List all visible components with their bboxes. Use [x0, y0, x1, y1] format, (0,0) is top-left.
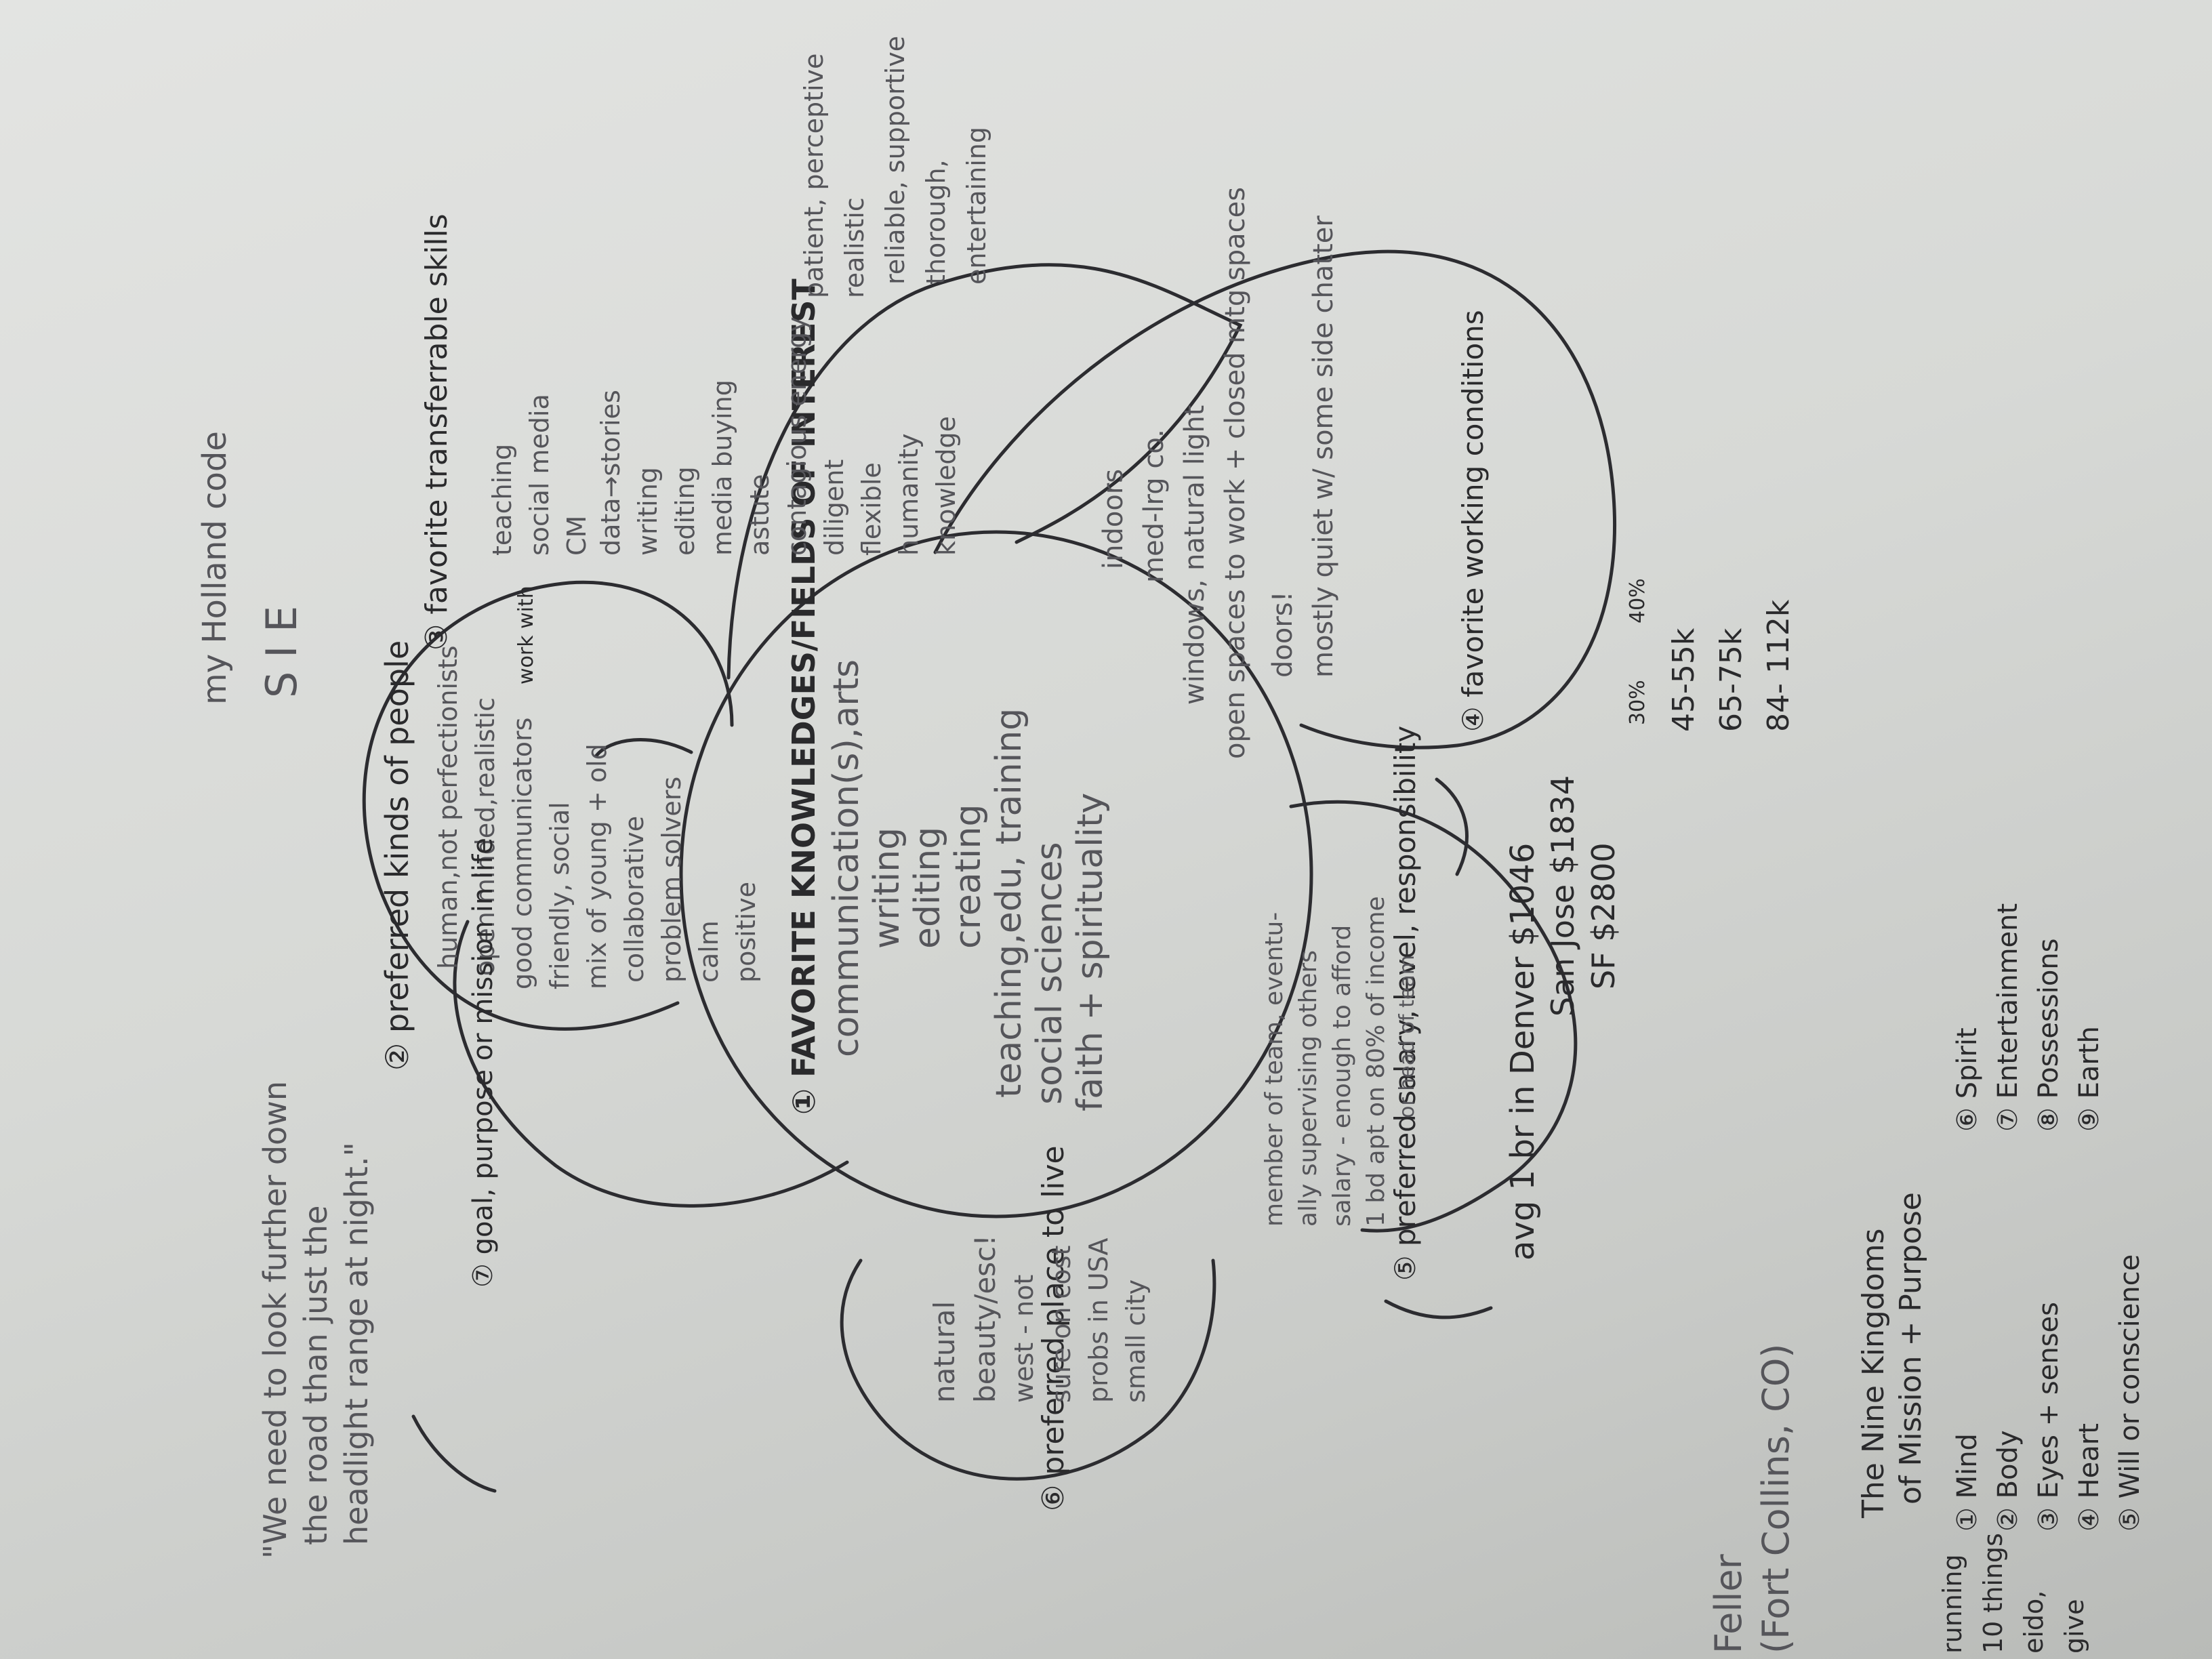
- conditions-line-4: open spaces to work + closed mtg spaces: [1220, 186, 1251, 759]
- rent-arrow: [1384, 1299, 1493, 1319]
- kingdoms-left-4: ④ Heart: [2074, 1423, 2105, 1532]
- holland-code: S I E: [257, 605, 306, 698]
- conditions-line-2: med-lrg co.: [1139, 429, 1170, 583]
- center-line-7: faith + spirituality: [1070, 792, 1111, 1111]
- quote-line-3: headlight range at night.": [338, 1142, 375, 1545]
- people-line-6: collaborative: [619, 815, 649, 983]
- ranges-header-1: 30%: [1626, 680, 1650, 725]
- place-line-2: beauty/esc!: [968, 1235, 1002, 1403]
- rent-heading: avg 1 br in Denver $1046: [1504, 842, 1542, 1261]
- kingdoms-left-2: ② Body: [1992, 1430, 2024, 1532]
- people-label: ② preferred kinds of people: [379, 640, 415, 1071]
- conditions-label: ④ favorite working conditions: [1456, 310, 1490, 732]
- skills-line-1: teaching: [487, 443, 517, 556]
- skills-line-13: knowledge: [931, 416, 961, 556]
- people-line-9: positive: [731, 881, 761, 983]
- skills-line-2: social media: [525, 394, 554, 556]
- edge-text-3: eido,: [2019, 1590, 2049, 1654]
- skills-line-9: contagious energy: [782, 316, 812, 556]
- skills-trait-5: entertaining: [962, 127, 991, 285]
- salary-line-1: member of team, eventu-: [1261, 912, 1288, 1227]
- purpose-label: ⑦ goal, purpose or mission in life: [468, 838, 499, 1288]
- quote-line-2: the road than just the: [298, 1205, 334, 1545]
- fort-collins-line-1: Feller: [1707, 1554, 1750, 1654]
- people-line-3: good communicators: [508, 717, 537, 989]
- quote-arrow: [411, 1414, 497, 1493]
- petal-skills: [726, 263, 1243, 680]
- people-line-5: mix of young + old: [582, 743, 612, 989]
- center-circle: [679, 530, 1313, 1218]
- salary-line-3: salary - enough to afford: [1328, 924, 1356, 1227]
- skills-line-10: diligent: [819, 459, 849, 556]
- conditions-line-3: windows, natural light: [1179, 405, 1210, 705]
- petal-people: [362, 580, 734, 1031]
- place-line-3: west - not: [1009, 1274, 1039, 1403]
- conditions-line-5: doors!: [1267, 591, 1298, 678]
- kingdoms-left-5: ⑤ Will or conscience: [2114, 1254, 2146, 1532]
- kingdoms-left-1: ① Mind: [1952, 1433, 1983, 1532]
- center-line-5: teaching,edu, training: [989, 708, 1029, 1098]
- skills-line-7: media buying: [708, 380, 737, 556]
- quote-line-1: "We need to look further down: [257, 1081, 293, 1559]
- kingdoms-right-1: ⑥ Spirit: [1952, 1027, 1983, 1132]
- center-line-6: social sciences: [1029, 842, 1070, 1105]
- skills-line-11: flexible: [857, 462, 886, 556]
- kingdoms-right-3: ⑧ Possessions: [2033, 938, 2064, 1132]
- skills-trait-2: realistic: [840, 197, 869, 298]
- skills-line-3: CM: [562, 515, 592, 556]
- place-line-1: natural: [928, 1300, 961, 1403]
- rent-row-2: SF $2800: [1585, 842, 1622, 989]
- skills-line-6: editing: [670, 466, 700, 556]
- edge-text-1: running: [1938, 1554, 1967, 1654]
- ranges-row-1: 45-55k: [1666, 628, 1701, 732]
- kingdoms-right-2: ⑦ Entertainment: [1992, 903, 2024, 1132]
- salary-line-5: or head of team: [1395, 955, 1419, 1118]
- skills-line-12: humanity: [894, 433, 924, 556]
- petal-conditions: [933, 249, 1617, 750]
- fort-collins-line-2: (Fort Collins, CO): [1755, 1343, 1797, 1654]
- people-note: work with: [514, 586, 538, 684]
- skills-trait-3: reliable, supportive: [880, 35, 910, 285]
- conditions-line-1: indoors: [1098, 468, 1129, 569]
- center-line-1: communication(s),arts: [826, 659, 867, 1057]
- salary-line-2: ally supervising others: [1294, 949, 1322, 1227]
- skills-trait-1: patient, perceptive: [799, 53, 829, 298]
- petal-salary: [1289, 800, 1578, 1233]
- salary-line-4: 1 bd apt on 80% of income: [1362, 896, 1390, 1227]
- center-line-3: editing: [907, 826, 948, 949]
- people-line-1: human,not perfectionists: [433, 645, 463, 969]
- kingdoms-left-3: ③ Eyes + senses: [2033, 1301, 2064, 1532]
- kingdoms-title-1: The Nine Kingdoms: [1856, 1228, 1891, 1518]
- petal-purpose: [453, 920, 849, 1208]
- skills-line-8: astute: [745, 474, 775, 556]
- place-line-6: small city: [1121, 1279, 1151, 1403]
- skills-trait-4: thorough,: [921, 159, 951, 285]
- salary-bracket: [1435, 777, 1469, 876]
- center-line-4: creating: [948, 804, 989, 949]
- people-line-4: friendly, social: [545, 802, 575, 989]
- edge-text-2: 10 things: [1978, 1533, 2008, 1654]
- ranges-row-3: 84- 112k: [1761, 599, 1796, 732]
- place-line-4: sure on cost: [1046, 1245, 1076, 1403]
- petal-place: [840, 1258, 1216, 1481]
- center-line-2: writing: [867, 827, 907, 949]
- holland-arrow: [594, 738, 693, 758]
- skills-line-4: data→stories: [596, 390, 626, 556]
- holland-label: my Holland code: [196, 431, 234, 705]
- place-line-5: probs in USA: [1084, 1237, 1113, 1403]
- ranges-row-2: 65-75k: [1714, 628, 1748, 732]
- edge-text-4: give: [2060, 1599, 2089, 1654]
- skills-line-5: writing: [633, 467, 663, 556]
- people-line-7: problem solvers: [657, 776, 687, 983]
- kingdoms-title-2: of Mission + Purpose: [1893, 1192, 1928, 1504]
- skills-label: ③ favorite transferrable skills: [419, 213, 454, 651]
- ranges-header-2: 40%: [1626, 578, 1650, 623]
- conditions-line-6: mostly quiet w/ some side chatter: [1308, 216, 1339, 678]
- kingdoms-right-4: ⑨ Earth: [2074, 1026, 2105, 1132]
- rent-row-1: San Jose $1834: [1544, 775, 1581, 1017]
- people-line-8: calm: [694, 920, 724, 983]
